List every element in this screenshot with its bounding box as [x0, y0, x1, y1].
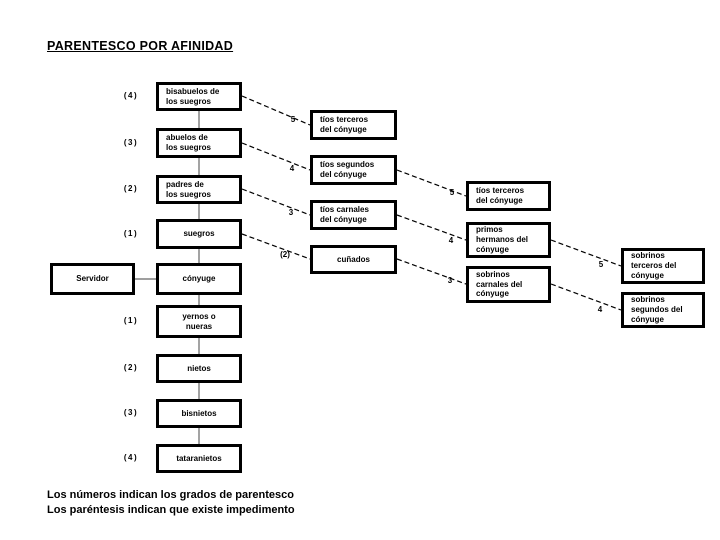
node-tios-carnales-del-conyuge: tíos carnales del cónyuge	[310, 200, 397, 230]
node-label: tíos terceros del cónyuge	[320, 115, 369, 134]
node-label: nietos	[187, 363, 211, 373]
edge-degree-label: 4	[597, 305, 603, 314]
node-tios-terceros-del-conyuge: tíos terceros del cónyuge	[310, 110, 397, 140]
edge-degree-label: 3	[288, 208, 294, 217]
node-abuelos-de-los-suegros: abuelos de los suegros	[156, 128, 242, 158]
grade-label: (2)	[123, 363, 139, 372]
grade-label: (1)	[123, 229, 139, 238]
grade-label: (3)	[123, 138, 139, 147]
node-label: cuñados	[337, 254, 370, 264]
node-bisabuelos-de-los-suegros: bisabuelos de los suegros	[156, 82, 242, 111]
diagram-title: PARENTESCO POR AFINIDAD	[47, 39, 234, 53]
node-tios-terceros-del-conyuge-2: tíos terceros del cónyuge	[466, 181, 551, 211]
footnote-grados: Los números indican los grados de parent…	[47, 489, 294, 501]
node-label: abuelos de los suegros	[166, 133, 211, 152]
node-sobrinos-carnales-del-conyuge: sobrinos carnales del cónyuge	[466, 266, 551, 303]
node-label: tataranietos	[176, 453, 222, 463]
node-tataranietos: tataranietos	[156, 444, 242, 473]
node-conyuge: cónyuge	[156, 263, 242, 295]
grade-label: (2)	[123, 184, 139, 193]
node-bisnietos: bisnietos	[156, 399, 242, 428]
node-label: tíos carnales del cónyuge	[320, 205, 369, 224]
node-label: tíos segundos del cónyuge	[320, 160, 375, 179]
node-label: cónyuge	[182, 274, 216, 284]
node-cunados: cuñados	[310, 245, 397, 274]
node-label: tíos terceros del cónyuge	[476, 186, 525, 205]
grade-label: (4)	[123, 91, 139, 100]
node-label: sobrinos terceros del cónyuge	[631, 251, 677, 280]
node-label: padres de los suegros	[166, 179, 211, 199]
footnote-parentesis: Los paréntesis indican que existe impedi…	[47, 504, 295, 516]
node-nietos: nietos	[156, 354, 242, 383]
node-padres-de-los-suegros: padres de los suegros	[156, 175, 242, 204]
grade-label: (1)	[123, 316, 139, 325]
node-sobrinos-segundos-del-conyuge: sobrinos segundos del cónyuge	[621, 292, 705, 328]
grade-label: (4)	[123, 453, 139, 462]
edge-degree-label: 5	[449, 188, 455, 197]
node-label: sobrinos segundos del cónyuge	[631, 295, 683, 324]
edge-degree-label: 4	[448, 236, 454, 245]
node-label: bisnietos	[181, 408, 217, 418]
node-label: sobrinos carnales del cónyuge	[476, 269, 523, 299]
edge-degree-label: 3	[447, 276, 453, 285]
edge-degree-label: 5	[598, 260, 604, 269]
node-yernos-o-nueras: yernos o nueras	[156, 305, 242, 338]
node-label: primos hermanos del cónyuge	[476, 225, 529, 254]
node-primos-hermanos-del-conyuge: primos hermanos del cónyuge	[466, 222, 551, 258]
node-label: bisabuelos de los suegros	[166, 86, 220, 106]
edge-degree-label: 5	[290, 115, 296, 124]
node-tios-segundos-del-conyuge: tíos segundos del cónyuge	[310, 155, 397, 185]
edge-degree-label: 4	[289, 164, 295, 173]
node-label: suegros	[183, 229, 215, 239]
node-suegros: suegros	[156, 219, 242, 249]
node-servidor: Servidor	[50, 263, 135, 295]
edge-degree-label: (2)	[280, 250, 290, 259]
node-label: yernos o nueras	[182, 311, 216, 331]
grade-label: (3)	[123, 408, 139, 417]
node-sobrinos-terceros-del-conyuge: sobrinos terceros del cónyuge	[621, 248, 705, 284]
node-label: Servidor	[76, 274, 109, 284]
